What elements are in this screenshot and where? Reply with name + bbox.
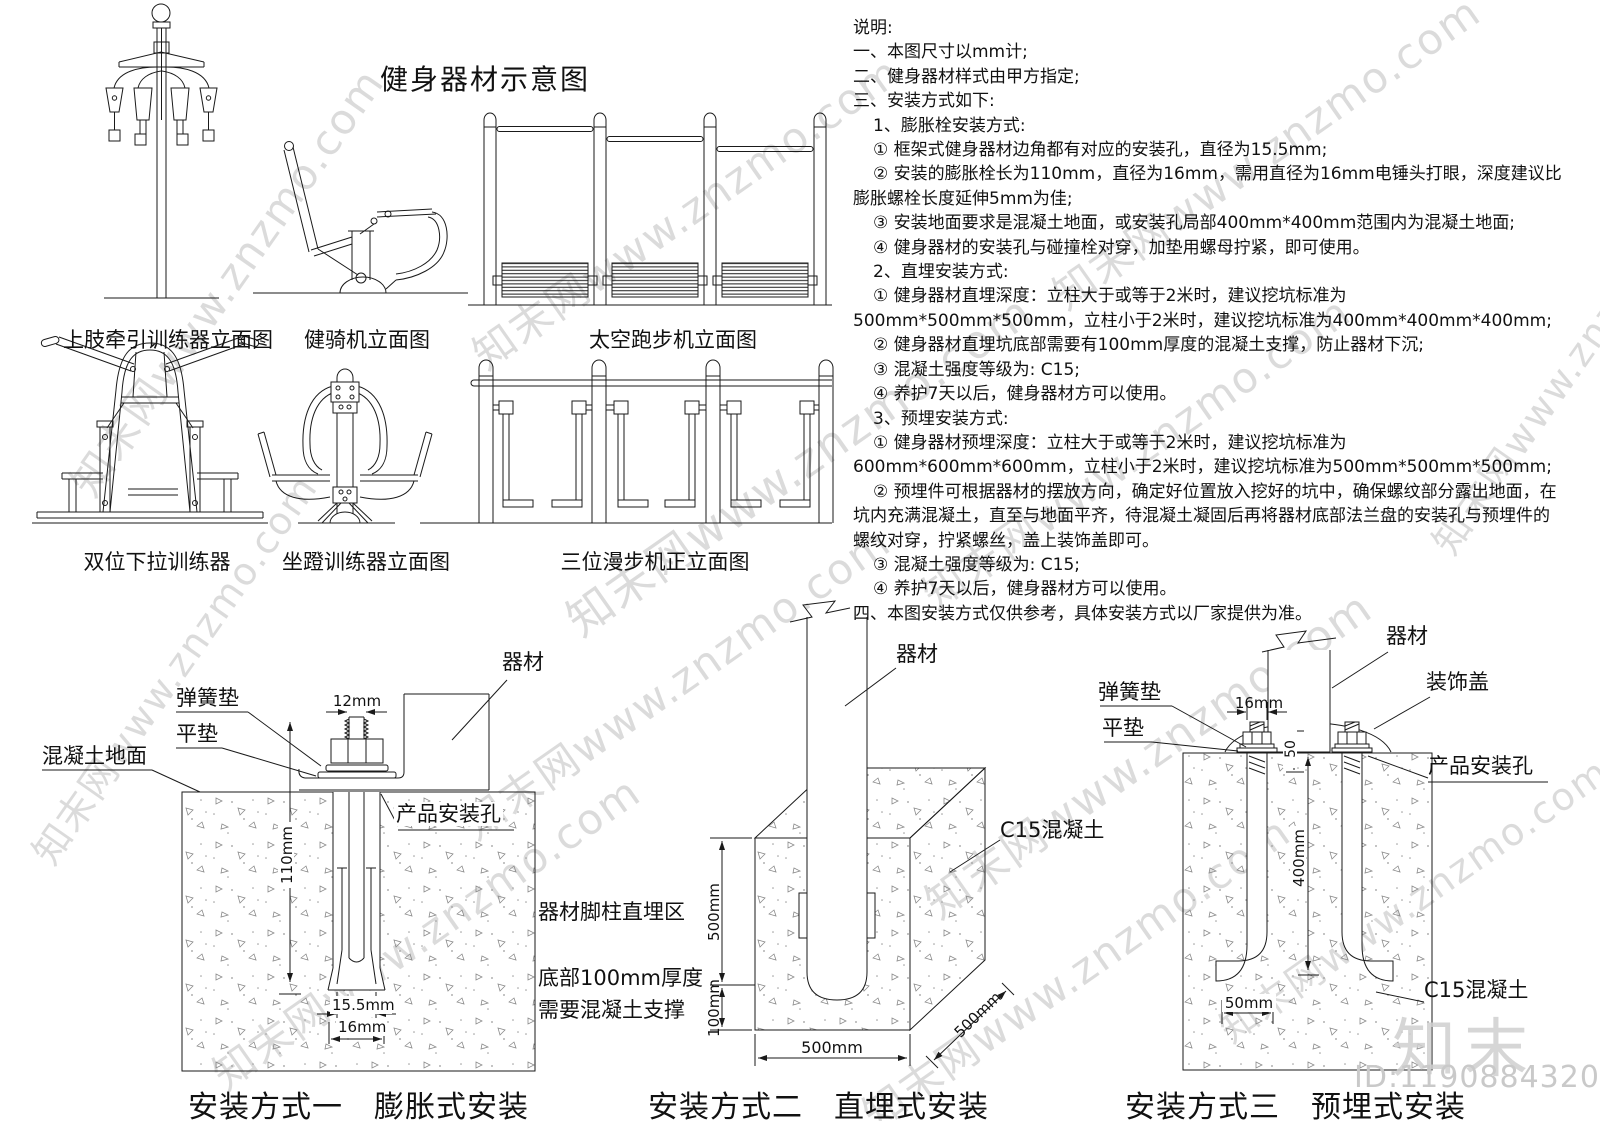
dim-500mm-width: 500mm (801, 1038, 863, 1057)
note-line: ④ 养护7天以后，健身器材方可以使用。 (873, 384, 1177, 405)
label-decor-cover: 装饰盖 (1426, 670, 1489, 694)
note-line: ① 健身器材预埋深度：立柱大于或等于2米时，建议挖坑标准为600mm*600mm… (853, 432, 1552, 478)
note-line: ② 健身器材直埋坑底部需要有100mm厚度的混凝土支撑，防止器材下沉; (873, 335, 1424, 356)
label-product-hole-1: 产品安装孔 (394, 802, 503, 827)
note-line: 三、安装方式如下: (853, 91, 995, 112)
note-line: ② 预埋件可根据器材的摆放方向，确定好位置放入挖好的坑中，确保螺纹部分露出地面，… (853, 481, 1557, 551)
note-line: 3、预埋安装方式: (873, 408, 1009, 429)
label-product-hole-3: 产品安装孔 (1428, 754, 1533, 778)
note-line: 1、膨胀栓安装方式: (873, 115, 1026, 136)
note-line: ④ 养护7天以后，健身器材方可以使用。 (873, 579, 1177, 600)
note-line: ④ 健身器材的安装孔与碰撞栓对穿，加垫用螺母拧紧，即可使用。 (873, 237, 1370, 258)
install3-drawing (1100, 630, 1548, 1071)
notes-panel: 说明: 一、本图尺寸以mm计; 二、健身器材样式由甲方指定; 三、安装方式如下:… (853, 16, 1565, 626)
note-line: ① 框架式健身器材边角都有对应的安装孔，直径为15.5mm; (873, 140, 1328, 161)
dim-400mm: 400mm (1290, 826, 1308, 890)
label-concrete-ground-1: 混凝土地面 (42, 744, 147, 768)
note-line: 四、本图安装方式仅供参考，具体安装方式以厂家提供为准。 (853, 603, 1312, 624)
equip-space-treadmill (468, 112, 832, 306)
label-equipment-3: 器材 (1386, 624, 1428, 648)
caption-install1: 安装方式一 膨胀式安装 (188, 1090, 529, 1121)
dim-16mm-1: 16mm (336, 1018, 387, 1036)
note-line: ③ 混凝土强度等级为: C15; (873, 554, 1081, 575)
dim-16mm-3: 16mm (1234, 694, 1284, 712)
equip-label-pulldown: 双位下拉训练器 (83, 550, 231, 574)
label-c15-2: C15混凝土 (1000, 818, 1105, 842)
dim-50mm-hook: 50mm (1222, 994, 1276, 1012)
label-spring-washer-1: 弹簧垫 (176, 686, 239, 710)
label-bottom-support-2: 需要混凝土支撑 (538, 998, 685, 1022)
equip-label-traction: 上肢牵引训练器立面图 (63, 328, 273, 352)
equip-seated-press (257, 368, 433, 524)
note-line: ③ 混凝土强度等级为: C15; (873, 359, 1081, 380)
dim-50-exposed: 50 (1283, 730, 1299, 768)
equip-double-pulldown (32, 335, 268, 524)
sheet-title: 健身器材示意图 (379, 63, 590, 96)
equip-label-treadmill: 太空跑步机立面图 (589, 328, 757, 352)
label-bottom-support-1: 底部100mm厚度 (538, 966, 703, 990)
equip-label-air-walker: 三位漫步机正立面图 (560, 550, 750, 574)
note-line: 二、健身器材样式由甲方指定; (853, 66, 1080, 87)
label-flat-washer-3: 平垫 (1102, 716, 1144, 740)
label-c15-3: C15混凝土 (1424, 978, 1529, 1002)
equip-label-seated-press: 坐蹬训练器立面图 (282, 550, 450, 574)
install1-drawing (42, 679, 536, 1072)
caption-install2: 安装方式二 直埋式安装 (648, 1090, 989, 1121)
equip-rider-machine (253, 141, 468, 294)
install2-drawing (710, 600, 1015, 1069)
caption-install3: 安装方式三 预埋式安装 (1125, 1090, 1466, 1121)
dim-500mm-depth: 500mm (705, 883, 723, 941)
note-line: ② 安装的膨胀栓长为110mm，直径为16mm，需用直径为16mm电锤头打眼，深… (853, 164, 1562, 209)
label-flat-washer-1: 平垫 (176, 722, 218, 746)
note-line: 一、本图尺寸以mm计; (853, 42, 1028, 63)
dim-15-5mm: 15.5mm (330, 996, 395, 1014)
note-line: 2、直埋安装方式: (873, 262, 1009, 283)
label-equipment-2: 器材 (896, 642, 938, 666)
dim-12mm: 12mm (332, 692, 382, 710)
note-line: 说明: (853, 18, 893, 38)
note-line: ① 健身器材直埋深度：立柱大于或等于2米时，建议挖坑标准为500mm*500mm… (853, 286, 1552, 331)
equip-air-walker (420, 359, 834, 524)
dim-100mm-support: 100mm (705, 979, 723, 1037)
note-line: ③ 安装地面要求是混凝土地面，或安装孔局部400mm*400mm范围内为混凝土地… (873, 213, 1516, 234)
label-equipment-1: 器材 (502, 650, 544, 674)
equip-label-rider: 健骑机立面图 (304, 328, 430, 352)
equip-upper-limb-traction (104, 3, 219, 299)
label-burial-zone: 器材脚柱直埋区 (538, 900, 685, 924)
dim-110mm: 110mm (278, 822, 296, 888)
label-spring-washer-3: 弹簧垫 (1098, 680, 1161, 704)
